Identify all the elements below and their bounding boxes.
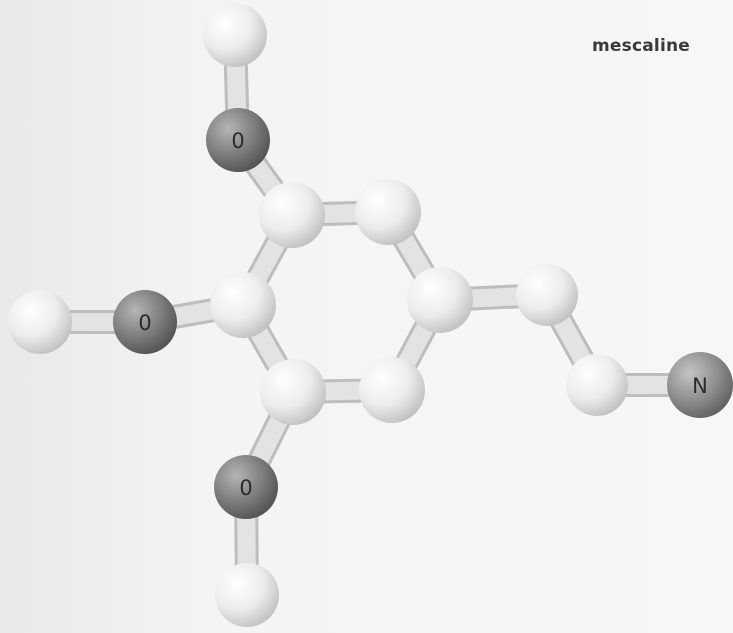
atom-c-c6 <box>210 272 276 338</box>
atom-h-h1 <box>203 3 267 67</box>
atom-o-o1: 0 <box>206 108 270 172</box>
atom-sphere <box>667 352 733 418</box>
atom-sphere <box>206 108 270 172</box>
atom-sphere <box>359 357 425 423</box>
atom-sphere <box>407 267 473 333</box>
atom-c-c5 <box>260 359 326 425</box>
atom-c-c3 <box>407 267 473 333</box>
atom-sphere <box>8 290 72 354</box>
atom-sphere <box>214 455 278 519</box>
molecule-title: mescaline <box>592 36 690 56</box>
atom-sphere <box>516 264 578 326</box>
atom-h-h2 <box>8 290 72 354</box>
atom-c-c4 <box>359 357 425 423</box>
atom-h-h3 <box>215 563 279 627</box>
atom-sphere <box>355 179 421 245</box>
atom-sphere <box>113 290 177 354</box>
atom-c-c7 <box>516 264 578 326</box>
atom-sphere <box>566 354 628 416</box>
atom-label: 0 <box>138 311 151 335</box>
atom-sphere <box>203 3 267 67</box>
atom-sphere <box>259 182 325 248</box>
atom-c-c1 <box>259 182 325 248</box>
atom-n-n1: N <box>667 352 733 418</box>
atom-o-o2: 0 <box>113 290 177 354</box>
atom-sphere <box>210 272 276 338</box>
atom-label: 0 <box>239 476 252 500</box>
atom-sphere <box>260 359 326 425</box>
atom-sphere <box>215 563 279 627</box>
atom-c-c2 <box>355 179 421 245</box>
atom-o-o3: 0 <box>214 455 278 519</box>
atom-c-c8 <box>566 354 628 416</box>
atom-label: N <box>692 374 708 398</box>
atom-label: 0 <box>231 129 244 153</box>
